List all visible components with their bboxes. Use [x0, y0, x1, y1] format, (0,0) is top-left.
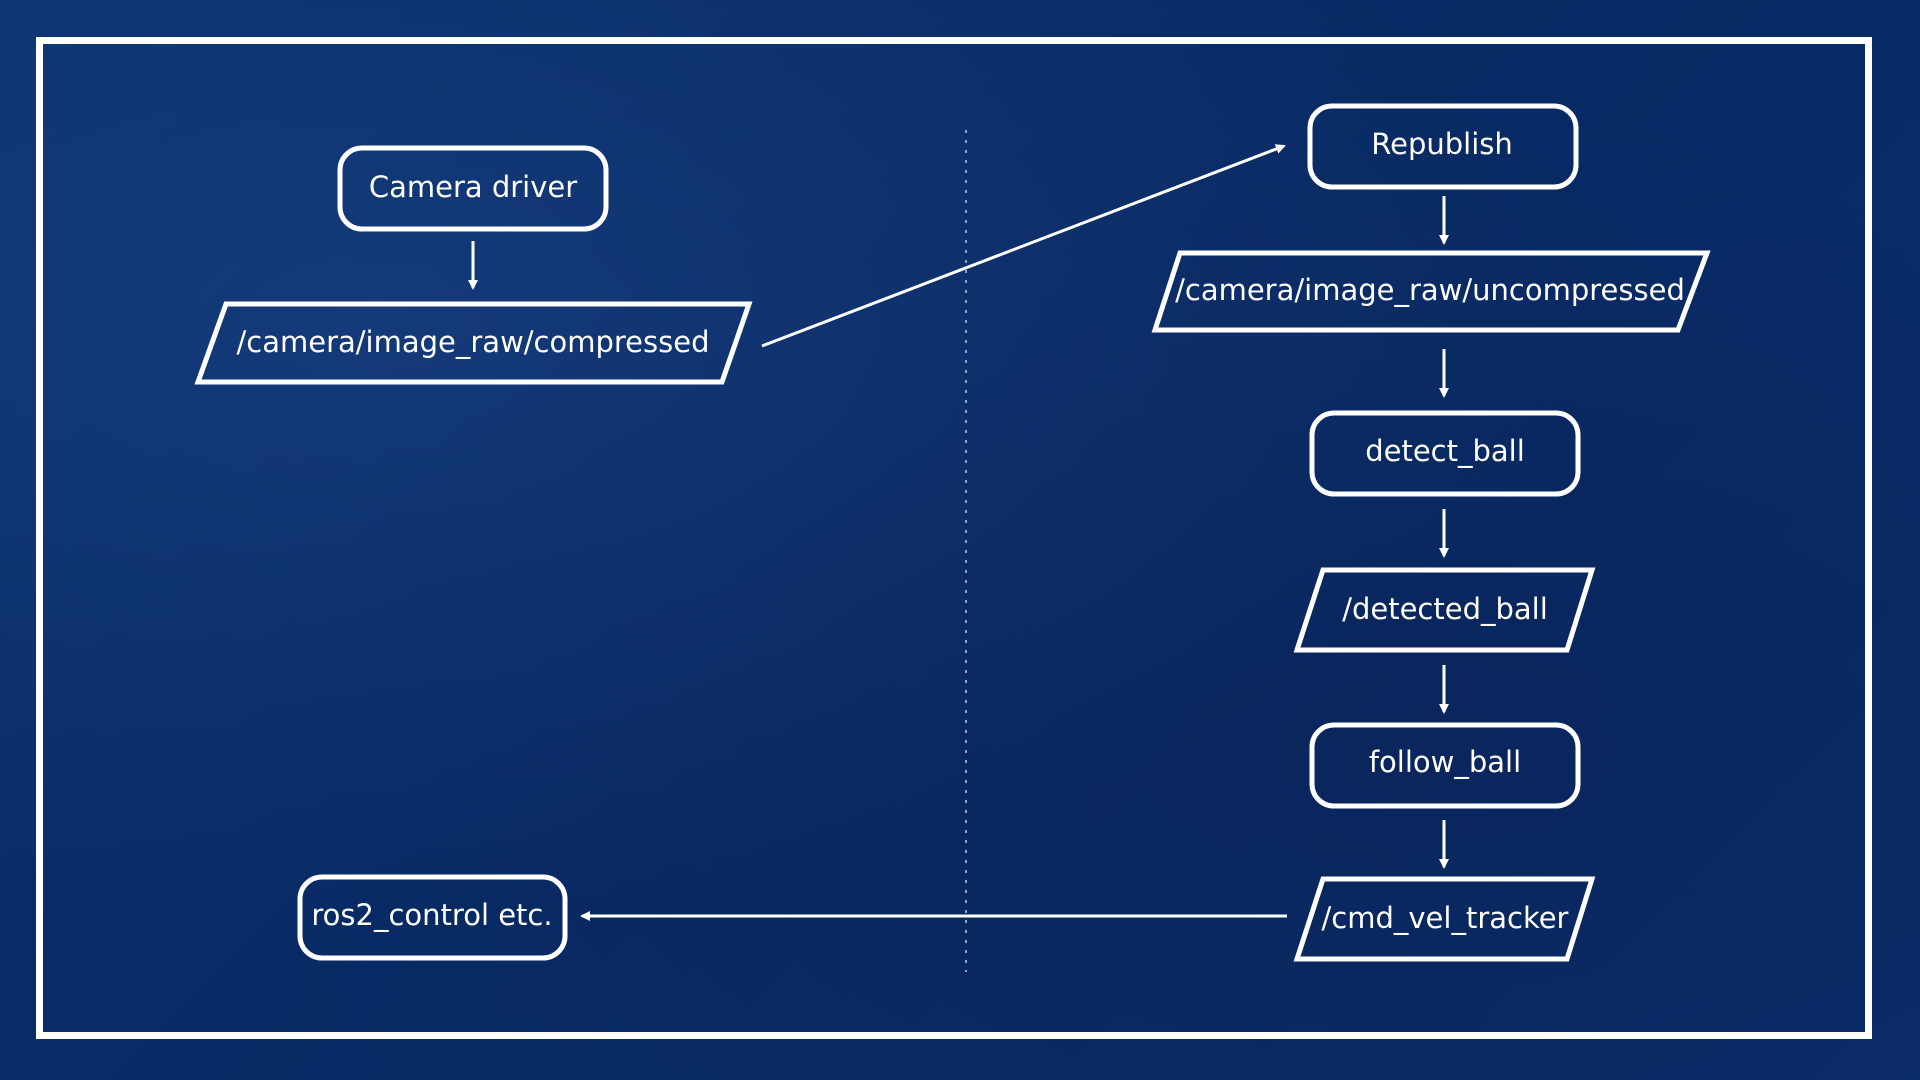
outer-frame: [36, 37, 1872, 1039]
republish-label: Republish: [1371, 127, 1513, 161]
camera-driver-node: Camera driver: [337, 145, 609, 232]
ros2-control-node: ros2_control etc.: [297, 874, 568, 961]
uncompressed-topic-label: /camera/image_raw/uncompressed: [1175, 273, 1685, 307]
follow-ball-node: follow_ball: [1309, 722, 1581, 809]
camera-driver-label: Camera driver: [369, 170, 577, 204]
arrow-compressed-to-republish: [761, 144, 1286, 348]
compressed-topic-label: /camera/image_raw/compressed: [237, 325, 710, 359]
detected-ball-topic-node: /detected_ball: [1293, 567, 1596, 653]
follow-ball-label: follow_ball: [1369, 745, 1521, 779]
compressed-topic-node: /camera/image_raw/compressed: [194, 301, 753, 385]
cmd-vel-topic-label: /cmd_vel_tracker: [1322, 901, 1569, 935]
republish-node: Republish: [1307, 103, 1579, 190]
detect-ball-label: detect_ball: [1365, 434, 1525, 468]
ros2-control-label: ros2_control etc.: [311, 898, 552, 932]
detected-ball-topic-label: /detected_ball: [1342, 592, 1548, 626]
cmd-vel-topic-node: /cmd_vel_tracker: [1293, 876, 1596, 962]
uncompressed-topic-node: /camera/image_raw/uncompressed: [1151, 250, 1711, 333]
detect-ball-node: detect_ball: [1309, 410, 1581, 497]
